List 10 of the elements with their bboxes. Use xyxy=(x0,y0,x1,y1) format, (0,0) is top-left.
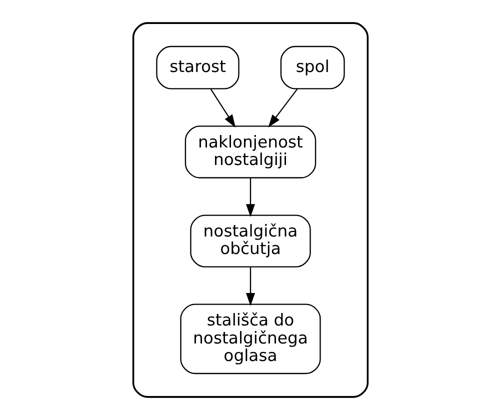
node-box: starost xyxy=(156,45,240,89)
arrow xyxy=(210,88,236,128)
node-box: nostalgična občutja xyxy=(190,214,311,267)
node-box: spol xyxy=(280,45,345,89)
node-box: naklonjenost nostalgiji xyxy=(184,125,316,178)
arrow xyxy=(246,177,256,216)
arrow xyxy=(246,266,256,306)
cluster xyxy=(132,22,369,398)
node-box: stališča do nostalgičnega oglasa xyxy=(180,303,321,374)
arrow xyxy=(268,88,298,127)
